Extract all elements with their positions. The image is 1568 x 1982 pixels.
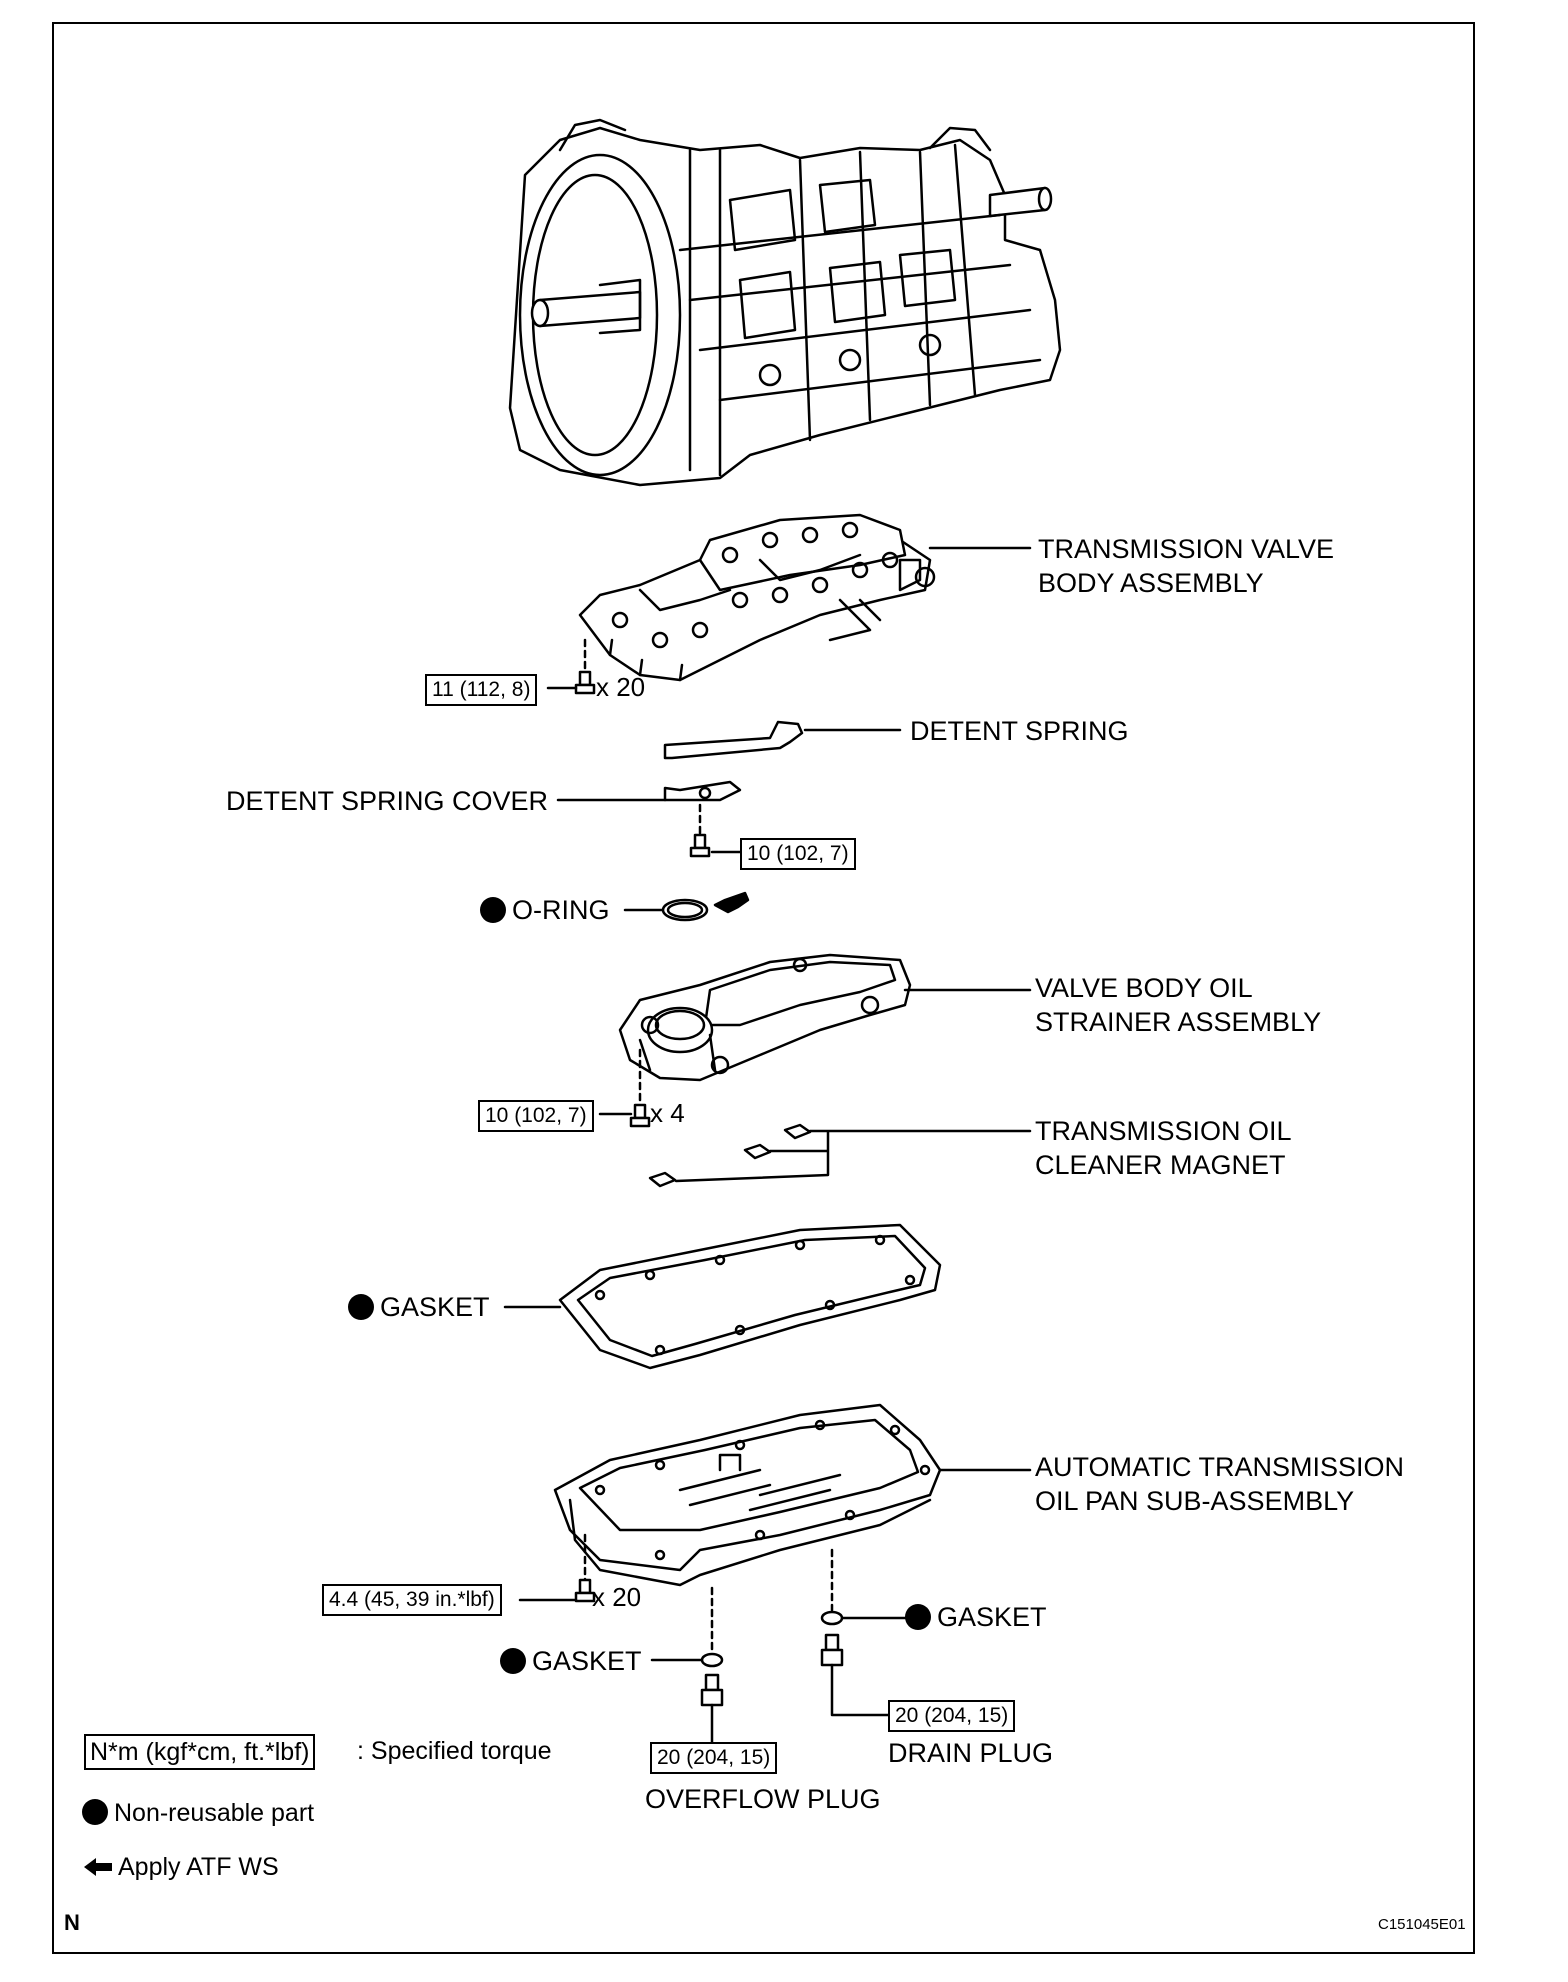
- o-ring-label: O-RING: [480, 893, 610, 927]
- legend-apply: Apply ATF WS: [82, 1850, 279, 1884]
- legend-non-reusable: Non-reusable part: [82, 1796, 314, 1830]
- valve-body-label: TRANSMISSION VALVE BODY ASSEMBLY: [1038, 534, 1335, 598]
- oil-pan-illustration: [518, 1403, 1032, 1744]
- apply-atf-arrow-icon: [713, 891, 750, 914]
- drain-plug-label: DRAIN PLUG: [888, 1738, 1054, 1768]
- valve-body-bolt-qty: x 20: [596, 672, 646, 702]
- pan-gasket-label: GASKET: [348, 1290, 490, 1324]
- valve-body-bolt-illustration: [546, 638, 596, 695]
- legend-torque-text: : Specified torque: [357, 1737, 552, 1765]
- pan-gasket-illustration: [503, 1223, 942, 1370]
- non-reusable-dot-icon: [905, 1604, 931, 1630]
- overflow-gasket-label: GASKET: [500, 1644, 642, 1678]
- strainer-bolt-qty: x 4: [650, 1098, 685, 1128]
- detent-cover-torque: 10 (102, 7): [740, 838, 856, 870]
- valve-body-torque: 11 (112, 8): [425, 674, 538, 706]
- drain-plug-torque: 20 (204, 15): [888, 1700, 1016, 1732]
- magnet-label: TRANSMISSION OIL CLEANER MAGNET: [1035, 1116, 1292, 1180]
- oil-pan-label: AUTOMATIC TRANSMISSION OIL PAN SUB-ASSEM…: [1035, 1452, 1405, 1516]
- drain-gasket-label: GASKET: [905, 1600, 1047, 1634]
- diagram-frame: [52, 22, 1475, 1954]
- transmission-case-illustration: [508, 118, 1062, 487]
- oil-strainer-illustration: [598, 953, 1032, 1128]
- detent-spring-illustration: [663, 720, 902, 760]
- magnet-illustration: [648, 1123, 1032, 1188]
- non-reusable-dot-icon: [348, 1294, 374, 1320]
- non-reusable-dot-icon: [500, 1648, 526, 1674]
- overflow-plug-torque: 20 (204, 15): [650, 1742, 778, 1774]
- strainer-torque: 10 (102, 7): [478, 1100, 594, 1132]
- left-arrow-icon: [84, 1858, 112, 1876]
- detent-spring-cover-label: DETENT SPRING COVER: [226, 786, 549, 816]
- filled-circle-icon: [82, 1799, 108, 1825]
- non-reusable-dot-icon: [480, 897, 506, 923]
- detent-spring-cover-illustration: [556, 780, 742, 858]
- detent-spring-label: DETENT SPRING: [910, 716, 1129, 746]
- north-marker: N: [64, 1910, 80, 1935]
- oil-pan-torque: 4.4 (45, 39 in.*lbf): [322, 1584, 502, 1616]
- figure-code: C151045E01: [1378, 1916, 1466, 1933]
- overflow-plug-label: OVERFLOW PLUG: [645, 1784, 881, 1814]
- strainer-label: VALVE BODY OIL STRAINER ASSEMBLY: [1035, 973, 1322, 1037]
- o-ring-illustration: [623, 898, 709, 922]
- oil-pan-bolt-qty: x 20: [592, 1582, 642, 1612]
- legend-torque-box: N*m (kgf*cm, ft.*lbf): [84, 1734, 316, 1770]
- valve-body-illustration: [578, 513, 1032, 682]
